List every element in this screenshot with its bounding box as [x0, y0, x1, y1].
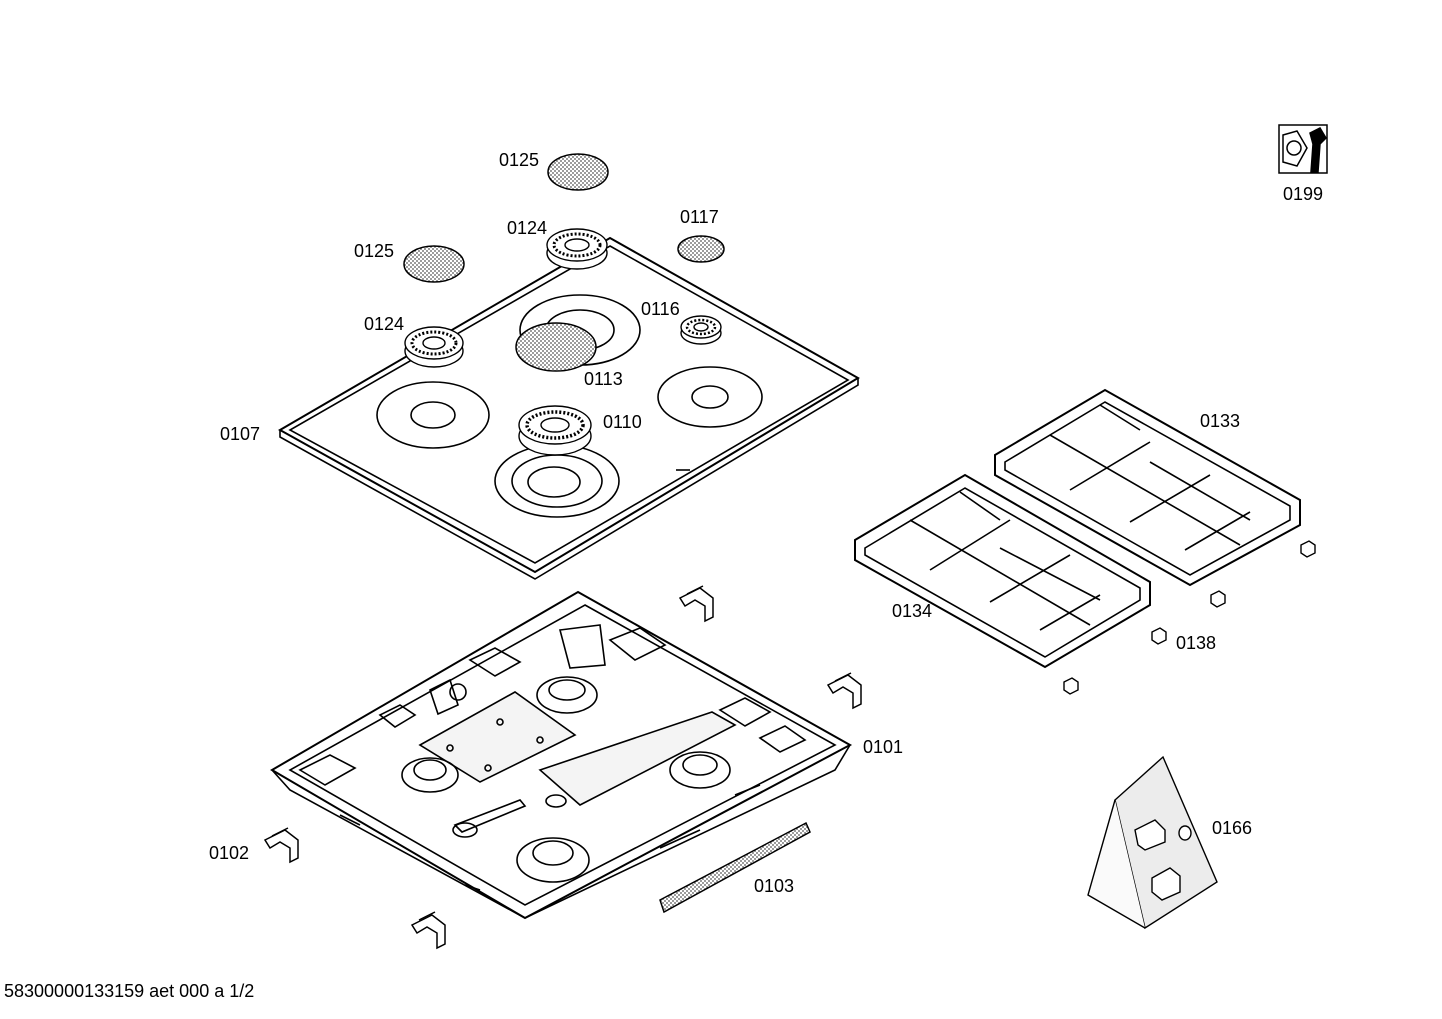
label-0102: 0102: [209, 843, 250, 863]
clip-right: [826, 672, 862, 710]
label-0113: 0113: [584, 369, 623, 389]
burner-crown-0110: [518, 405, 592, 456]
burner-cap-0113: [515, 322, 597, 372]
label-0133: 0133: [1200, 411, 1241, 431]
label-0138: 0138: [1176, 633, 1217, 653]
burner-crown-0124-left: [404, 326, 464, 368]
label-0125-left: 0125: [354, 241, 395, 261]
burner-cap-0125-top: [547, 153, 609, 191]
label-0116: 0116: [641, 299, 680, 319]
label-0107: 0107: [220, 424, 261, 444]
label-0124-left: 0124: [364, 314, 405, 334]
seal-strip-0103: [659, 821, 811, 914]
pan-support-0134: [854, 473, 1151, 669]
label-0117: 0117: [680, 207, 719, 227]
burner-cap-0117: [677, 235, 725, 263]
hob-bottom-tray: [270, 590, 853, 920]
parts-bag-0166: [1087, 755, 1218, 930]
burner-crown-0116: [680, 315, 722, 345]
clip-bottom: [410, 911, 446, 950]
label-0166: 0166: [1212, 818, 1253, 838]
document-id-footer: 58300000133159 aet 000 a 1/2: [4, 981, 255, 1001]
pan-support-0133: [994, 388, 1301, 587]
label-0134: 0134: [892, 601, 933, 621]
clip-0102: [263, 827, 299, 864]
label-0110: 0110: [603, 412, 642, 432]
foot-0138: [1063, 540, 1316, 695]
wrench-icon: [1278, 124, 1328, 174]
clip-top: [678, 585, 714, 623]
label-0199: 0199: [1283, 184, 1324, 204]
hob-top-plate: [277, 236, 860, 580]
burner-crown-0124-top: [546, 228, 608, 270]
label-0124-top: 0124: [507, 218, 548, 238]
label-0103: 0103: [754, 876, 795, 896]
label-0101: 0101: [863, 737, 904, 757]
burner-cap-0125-left: [403, 245, 465, 283]
label-0125-top: 0125: [499, 150, 540, 170]
